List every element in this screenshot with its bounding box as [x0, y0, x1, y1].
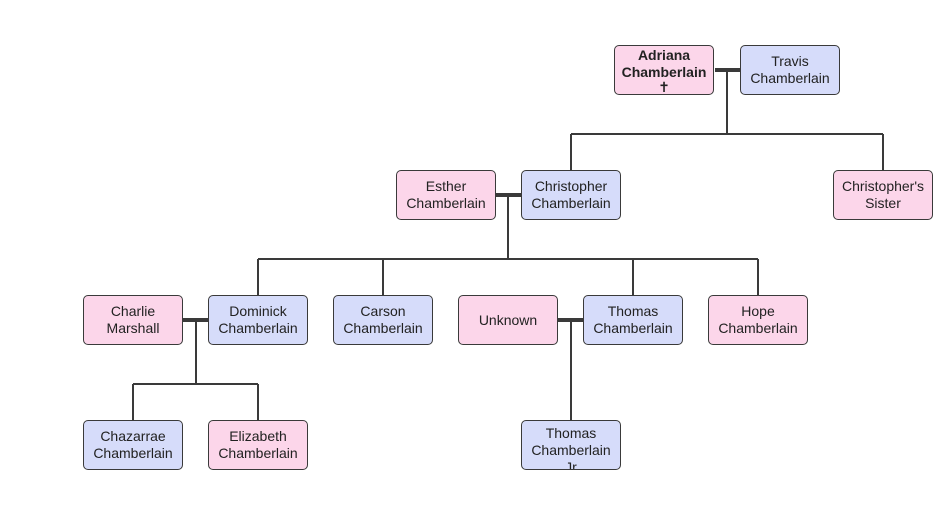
- descent-lines-travis-family: [570, 70, 884, 171]
- person-christophers-sister[interactable]: Christopher's Sister: [833, 170, 933, 220]
- person-unknown[interactable]: Unknown: [458, 295, 558, 345]
- person-name: Thomas Chamberlain: [593, 303, 673, 336]
- person-name: Esther Chamberlain: [406, 178, 486, 211]
- descent-lines-christopher-family: [257, 195, 759, 296]
- person-name: Travis Chamberlain: [750, 53, 830, 86]
- person-name: Christopher Chamberlain: [531, 178, 611, 211]
- person-dominick-chamberlain[interactable]: Dominick Chamberlain: [208, 295, 308, 345]
- person-christopher-chamberlain[interactable]: Christopher Chamberlain: [521, 170, 621, 220]
- person-travis-chamberlain[interactable]: Travis Chamberlain: [740, 45, 840, 95]
- descent-lines-dominick-family: [132, 320, 259, 421]
- person-thomas-chamberlain-jr[interactable]: Thomas Chamberlain Jr: [521, 420, 621, 470]
- person-name: Christopher's Sister: [841, 178, 925, 211]
- person-chazarrae-chamberlain[interactable]: Chazarrae Chamberlain: [83, 420, 183, 470]
- person-name: Elizabeth Chamberlain: [218, 428, 298, 461]
- person-name: Dominick Chamberlain: [218, 303, 298, 336]
- person-thomas-chamberlain[interactable]: Thomas Chamberlain: [583, 295, 683, 345]
- person-name: Thomas Chamberlain Jr: [531, 425, 611, 470]
- person-name: Chazarrae Chamberlain: [93, 428, 173, 461]
- person-adriana-chamberlain[interactable]: Adriana Chamberlain ✝: [614, 45, 714, 95]
- person-elizabeth-chamberlain[interactable]: Elizabeth Chamberlain: [208, 420, 308, 470]
- person-carson-chamberlain[interactable]: Carson Chamberlain: [333, 295, 433, 345]
- person-charlie-marshall[interactable]: Charlie Marshall: [83, 295, 183, 345]
- person-esther-chamberlain[interactable]: Esther Chamberlain: [396, 170, 496, 220]
- person-name: Charlie Marshall: [106, 303, 160, 336]
- person-name: Carson Chamberlain: [343, 303, 423, 336]
- person-name: Adriana Chamberlain: [621, 47, 707, 80]
- person-name: Unknown: [478, 311, 538, 328]
- person-hope-chamberlain[interactable]: Hope Chamberlain: [708, 295, 808, 345]
- deceased-cross-icon: ✝: [658, 79, 670, 95]
- person-name: Hope Chamberlain: [718, 303, 798, 336]
